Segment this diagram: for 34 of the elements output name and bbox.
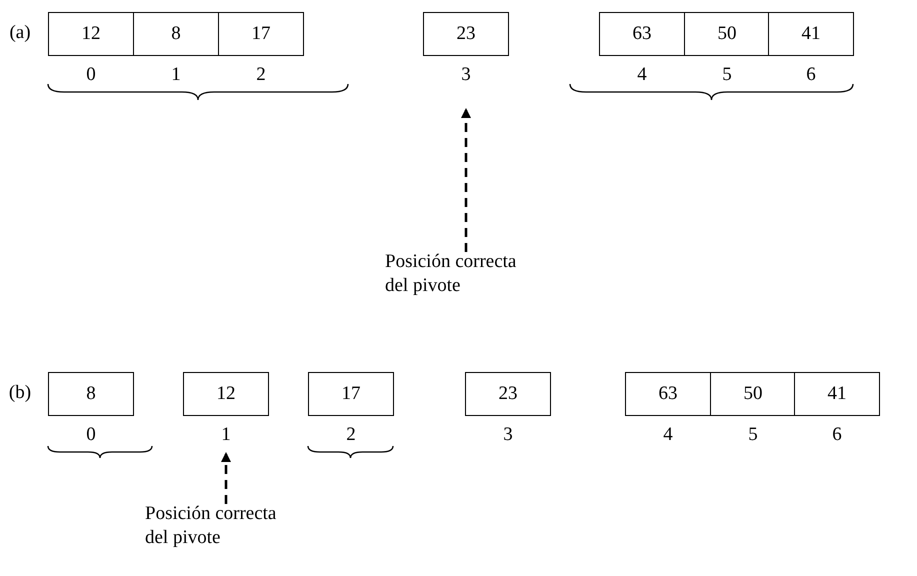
array-cell: 23 [465, 372, 551, 416]
index-label: 3 [461, 64, 471, 86]
array-cell: 63 [599, 12, 685, 56]
array-cell: 23 [423, 12, 509, 56]
annotation-text: Posición correcta del pivote [145, 502, 295, 550]
panel-label: (b) [8, 382, 32, 404]
index-label: 4 [637, 64, 647, 86]
index-label: 1 [171, 64, 181, 86]
array-cell: 50 [684, 12, 770, 56]
annotation-text: Posición correcta del pivote [385, 250, 535, 298]
array-cell: 17 [218, 12, 304, 56]
dashed-arrow [461, 108, 471, 252]
index-label: 1 [221, 424, 231, 446]
index-label: 0 [86, 64, 96, 86]
index-label: 2 [256, 64, 266, 86]
dashed-arrow [221, 452, 231, 504]
array-cell: 17 [308, 372, 394, 416]
index-label: 0 [86, 424, 96, 446]
array-cell: 63 [625, 372, 711, 416]
index-label: 4 [663, 424, 673, 446]
array-cell: 41 [768, 12, 854, 56]
array-cell: 8 [48, 372, 134, 416]
array-cell: 12 [48, 12, 134, 56]
index-label: 5 [748, 424, 758, 446]
array-cell: 12 [183, 372, 269, 416]
index-label: 3 [503, 424, 513, 446]
array-cell: 50 [710, 372, 796, 416]
index-label: 2 [346, 424, 356, 446]
index-label: 6 [806, 64, 816, 86]
array-cell: 8 [133, 12, 219, 56]
array-cell: 41 [794, 372, 880, 416]
index-label: 5 [722, 64, 732, 86]
index-label: 6 [832, 424, 842, 446]
panel-label: (a) [9, 22, 31, 44]
